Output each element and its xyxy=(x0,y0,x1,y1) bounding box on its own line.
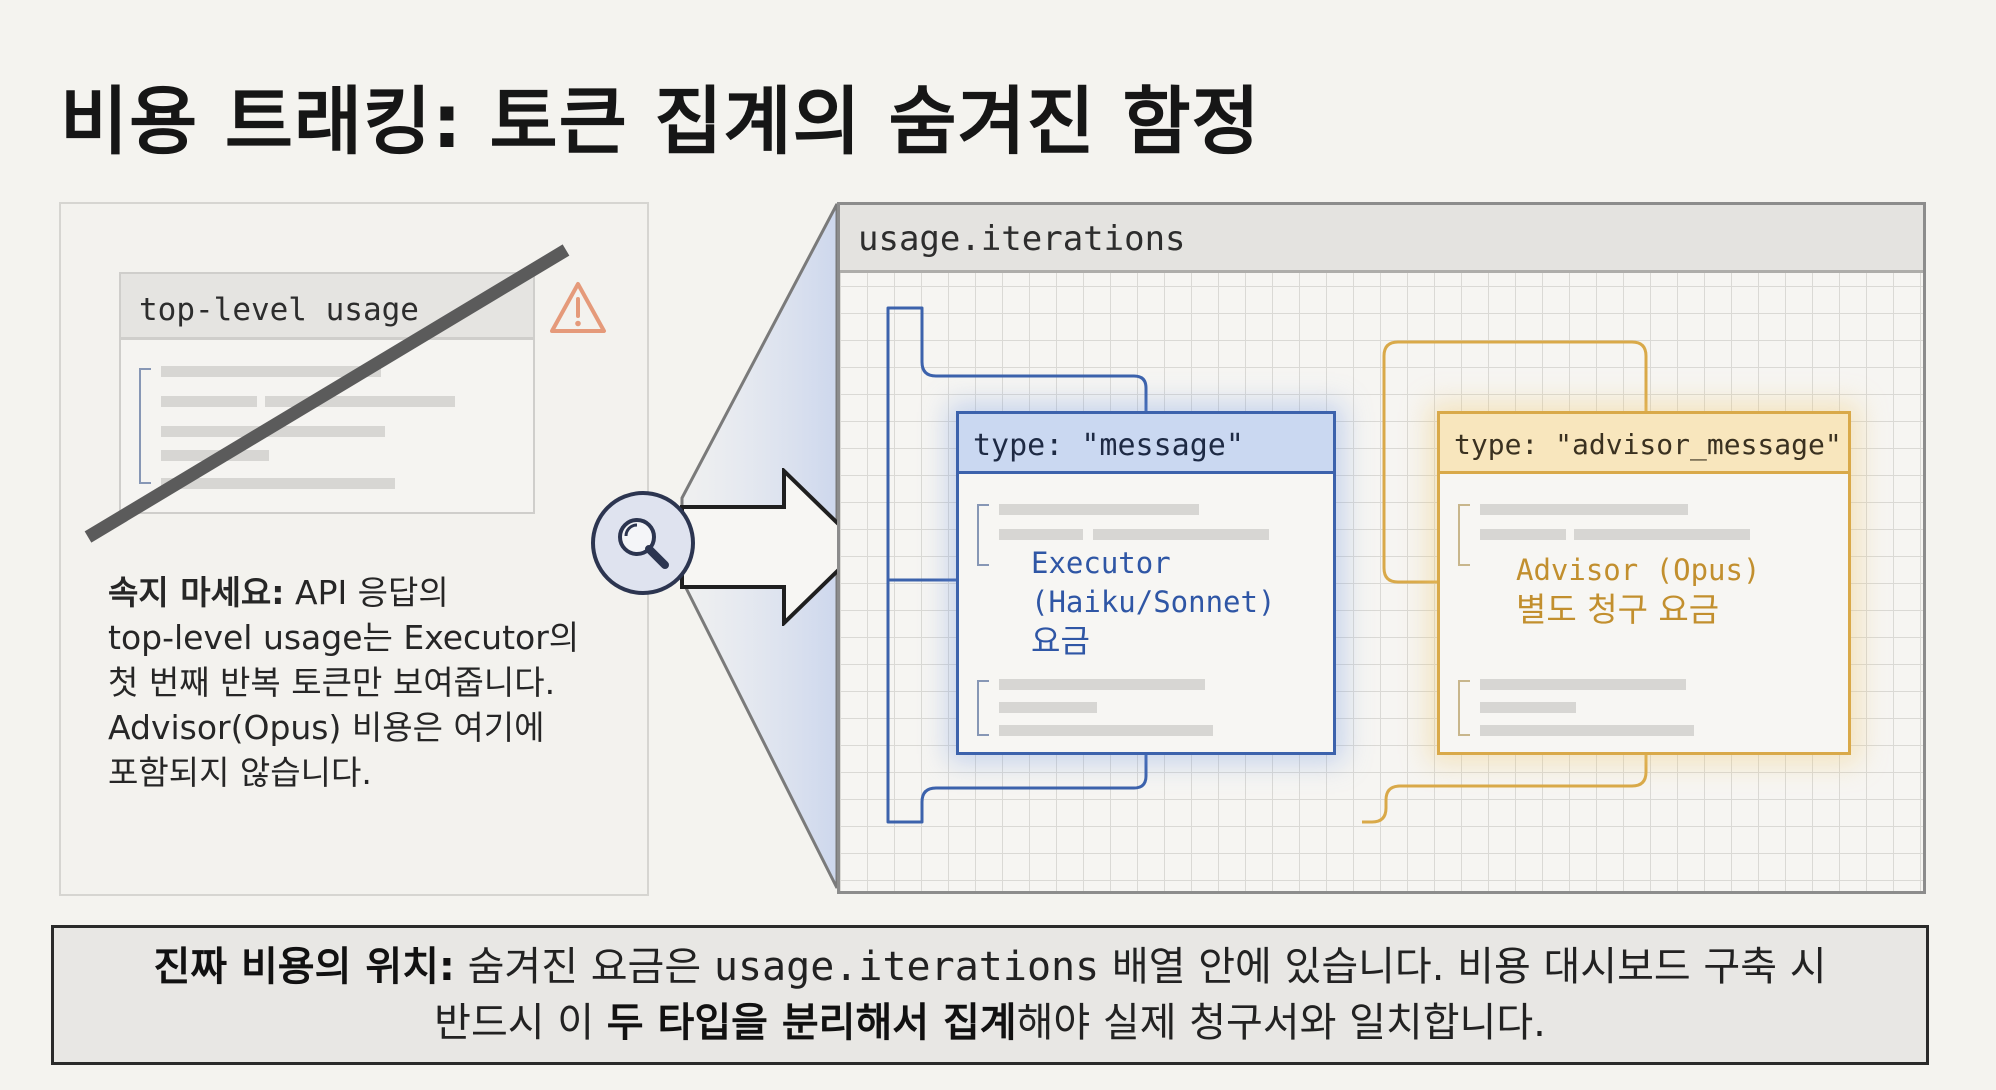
message-type-label: type: "message" xyxy=(959,414,1333,474)
placeholder-line xyxy=(1480,504,1688,515)
note-text: API 응답의 xyxy=(284,573,449,612)
placeholder-line xyxy=(999,702,1097,713)
bracket xyxy=(1458,680,1470,736)
placeholder-line xyxy=(999,725,1213,736)
placeholder-line xyxy=(1093,529,1269,540)
advisor-message-type-card: type: "advisor_message" Advisor (Opus) 별… xyxy=(1437,411,1851,755)
placeholder-line xyxy=(999,504,1199,515)
advisor-text: Advisor (Opus) 별도 청구 요금 xyxy=(1516,550,1760,630)
placeholder-line xyxy=(161,366,381,377)
top-level-usage-label: top-level usage xyxy=(139,292,419,328)
banner-bold: 진짜 비용의 위치: xyxy=(153,944,455,990)
usage-iterations-header: usage.iterations xyxy=(840,205,1923,273)
page-title: 비용 트래킹: 토큰 집계의 숨겨진 함정 xyxy=(60,79,1261,165)
advisor-message-type-label: type: "advisor_message" xyxy=(1440,414,1848,474)
bracket xyxy=(977,504,989,566)
warning-icon xyxy=(550,282,606,333)
note-bold: 속지 마세요: xyxy=(108,573,285,612)
banner-code: usage.iterations xyxy=(713,944,1100,990)
executor-fee: 요금 xyxy=(1031,622,1090,660)
banner-text: 반드시 이 xyxy=(434,1000,607,1046)
magnifier-icon xyxy=(591,491,695,595)
banner-text: 해야 실제 청구서와 일치합니다. xyxy=(1016,1000,1546,1046)
banner-line-2: 반드시 이 두 타입을 분리해서 집계해야 실제 청구서와 일치합니다. xyxy=(54,995,1926,1051)
note-text: Advisor(Opus) 비용은 여기에 xyxy=(108,708,545,747)
banner-text: 배열 안에 있습니다. 비용 대시보드 구축 시 xyxy=(1099,944,1827,990)
placeholder-line xyxy=(1480,702,1576,713)
placeholder-line xyxy=(161,478,395,489)
placeholder-line xyxy=(1480,529,1566,540)
top-level-usage-header: top-level usage xyxy=(121,274,533,340)
summary-banner: 진짜 비용의 위치: 숨겨진 요금은 usage.iterations 배열 안… xyxy=(51,925,1929,1065)
placeholder-line xyxy=(1480,679,1686,690)
banner-bold: 두 타입을 분리해서 집계 xyxy=(606,1000,1017,1046)
left-note: 속지 마세요: API 응답의 top-level usage는 Executo… xyxy=(108,570,628,795)
advisor-fee: 별도 청구 요금 xyxy=(1516,590,1720,629)
placeholder-line xyxy=(1574,529,1750,540)
placeholder-line xyxy=(999,529,1083,540)
note-text: 첫 번째 반복 토큰만 보여줍니다. xyxy=(108,663,556,702)
right-arrow-icon xyxy=(680,468,865,626)
executor-text: Executor (Haiku/Sonnet) 요금 xyxy=(1031,544,1275,661)
bracket xyxy=(977,680,989,736)
top-level-usage-card: top-level usage xyxy=(119,272,535,514)
placeholder-line xyxy=(161,396,257,407)
bracket xyxy=(1458,504,1470,566)
placeholder-line xyxy=(265,396,455,407)
executor-models: (Haiku/Sonnet) xyxy=(1031,585,1276,619)
banner-text: 숨겨진 요금은 xyxy=(454,944,714,990)
note-text: top-level usage는 Executor의 xyxy=(108,618,580,657)
bracket xyxy=(139,368,151,484)
placeholder-line xyxy=(999,679,1205,690)
advisor-name: Advisor (Opus) xyxy=(1516,553,1761,587)
executor-name: Executor xyxy=(1031,546,1171,580)
usage-iterations-label: usage.iterations xyxy=(858,219,1186,259)
message-type-card: type: "message" Executor (Haiku/Sonnet) … xyxy=(956,411,1336,755)
banner-line-1: 진짜 비용의 위치: 숨겨진 요금은 usage.iterations 배열 안… xyxy=(54,939,1926,995)
note-text: 포함되지 않습니다. xyxy=(108,753,372,792)
placeholder-line xyxy=(1480,725,1694,736)
